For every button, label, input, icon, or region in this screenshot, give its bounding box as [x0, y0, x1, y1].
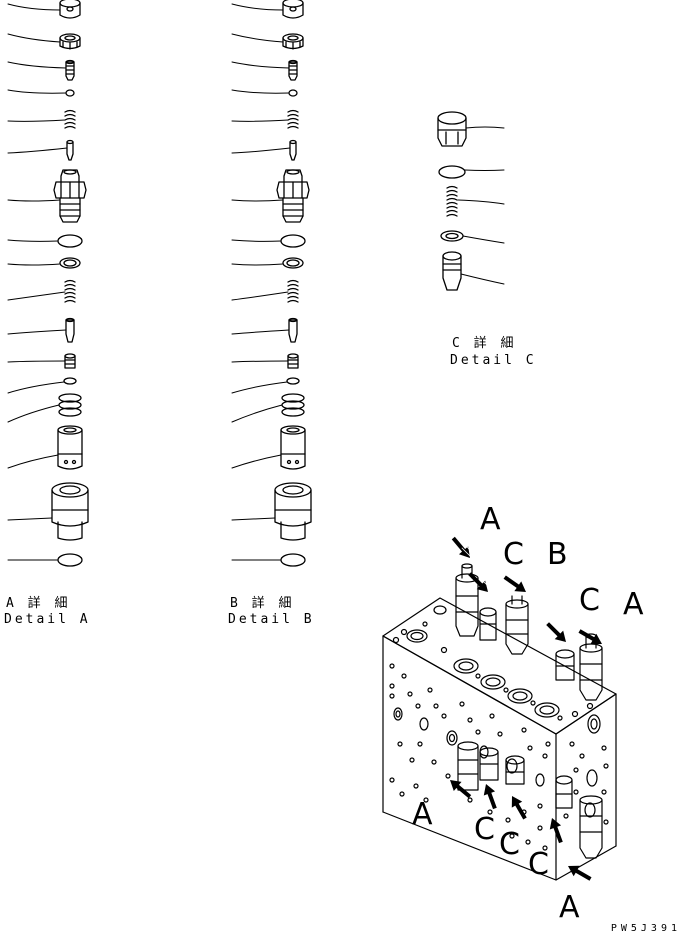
arrow-icon — [511, 796, 527, 820]
detail-a-leaders — [7, 3, 68, 561]
valve-block-outline — [382, 597, 617, 735]
detail-b-small-ring — [286, 377, 300, 385]
callout-label: C — [528, 847, 549, 882]
detail-c-leaders — [457, 126, 505, 285]
detail-b-exploded-view — [274, 0, 312, 567]
detail-b-oring-1 — [280, 234, 306, 248]
drawing-code: PW5J391 — [610, 923, 681, 934]
arrow-icon — [468, 572, 488, 592]
detail-b-pin — [289, 139, 297, 161]
callout-label: B — [547, 537, 568, 572]
top-valve-c-right — [555, 649, 575, 681]
arrow-icon — [450, 780, 472, 799]
detail-b-small-oring — [288, 89, 298, 97]
detail-b-locknut — [282, 33, 304, 50]
detail-a-oring-2 — [57, 553, 83, 567]
bottom-valve-c-1 — [479, 747, 499, 781]
detail-b-screw — [288, 59, 298, 81]
arrow-icon — [451, 536, 470, 558]
detail-a-backup-ring — [59, 257, 81, 269]
detail-a-oring-1 — [57, 234, 83, 248]
detail-c-seat — [440, 230, 464, 242]
detail-b-coil — [281, 393, 305, 417]
detail-c-oring — [438, 165, 466, 179]
callout-label: C — [503, 537, 524, 572]
detail-a-spring-2 — [64, 279, 76, 303]
detail-a-sleeve — [64, 353, 76, 369]
detail-a-coil — [58, 393, 82, 417]
detail-a-small-oring — [65, 89, 75, 97]
detail-b-cap — [282, 0, 304, 19]
arrow-icon — [503, 575, 526, 592]
detail-c-title-jp: C 詳 細 — [452, 336, 517, 351]
callout-label: A — [559, 890, 580, 925]
arrow-hatching — [461, 545, 619, 639]
bottom-valve-c-3 — [555, 775, 573, 809]
detail-a-valve-body — [53, 169, 87, 223]
indicator-arrows — [450, 536, 602, 881]
detail-c-poppet — [442, 251, 462, 291]
bottom-valve-a-left — [457, 741, 479, 791]
bottom-valve-a-right — [579, 795, 603, 859]
detail-b-title-en: Detail B — [228, 612, 315, 627]
callout-label: C — [579, 583, 600, 618]
detail-b-leaders — [231, 3, 291, 561]
detail-a-title-en: Detail A — [4, 612, 91, 627]
detail-a-spring-1 — [64, 109, 76, 129]
detail-c-exploded-view — [437, 111, 467, 291]
arrow-icon — [578, 629, 602, 645]
callout-label: A — [412, 797, 433, 832]
detail-b-spring-2 — [287, 279, 299, 303]
top-ports — [392, 605, 594, 721]
arrow-icon — [568, 865, 592, 881]
arrow-icon — [483, 784, 497, 810]
top-valve-a-left — [455, 563, 479, 637]
callout-label: C — [499, 827, 520, 862]
front-face-holes — [389, 663, 551, 851]
detail-b-oring-2 — [280, 553, 306, 567]
detail-b-spring-1 — [287, 109, 299, 129]
detail-a-pin — [66, 139, 74, 161]
callout-label: A — [480, 502, 501, 537]
detail-c-spring — [446, 185, 458, 217]
detail-a-small-ring — [63, 377, 77, 385]
detail-a-plug — [57, 425, 83, 470]
callout-label: C — [474, 812, 495, 847]
detail-b-housing — [274, 482, 312, 541]
detail-a-locknut — [59, 33, 81, 50]
bottom-valve-c-2 — [505, 755, 525, 785]
arrow-icon — [546, 622, 566, 642]
detail-a-poppet — [65, 317, 75, 343]
detail-a-housing — [51, 482, 89, 541]
detail-a-cap — [59, 0, 81, 19]
side-face-holes — [563, 714, 609, 825]
detail-b-poppet — [288, 317, 298, 343]
detail-b-backup-ring — [282, 257, 304, 269]
detail-b-valve-body — [276, 169, 310, 223]
detail-b-sleeve — [287, 353, 299, 369]
top-valve-b — [505, 595, 529, 655]
detail-b-plug — [280, 425, 306, 470]
arrow-icon — [549, 818, 563, 844]
top-valve-c-left — [479, 607, 497, 641]
detail-a-title-jp: A 詳 細 — [6, 596, 71, 611]
detail-a-exploded-view — [51, 0, 89, 567]
detail-b-title-jp: B 詳 細 — [230, 596, 295, 611]
detail-c-title-en: Detail C — [450, 353, 537, 368]
detail-a-screw — [65, 59, 75, 81]
callout-label: A — [623, 587, 644, 622]
detail-c-plug — [437, 111, 467, 147]
